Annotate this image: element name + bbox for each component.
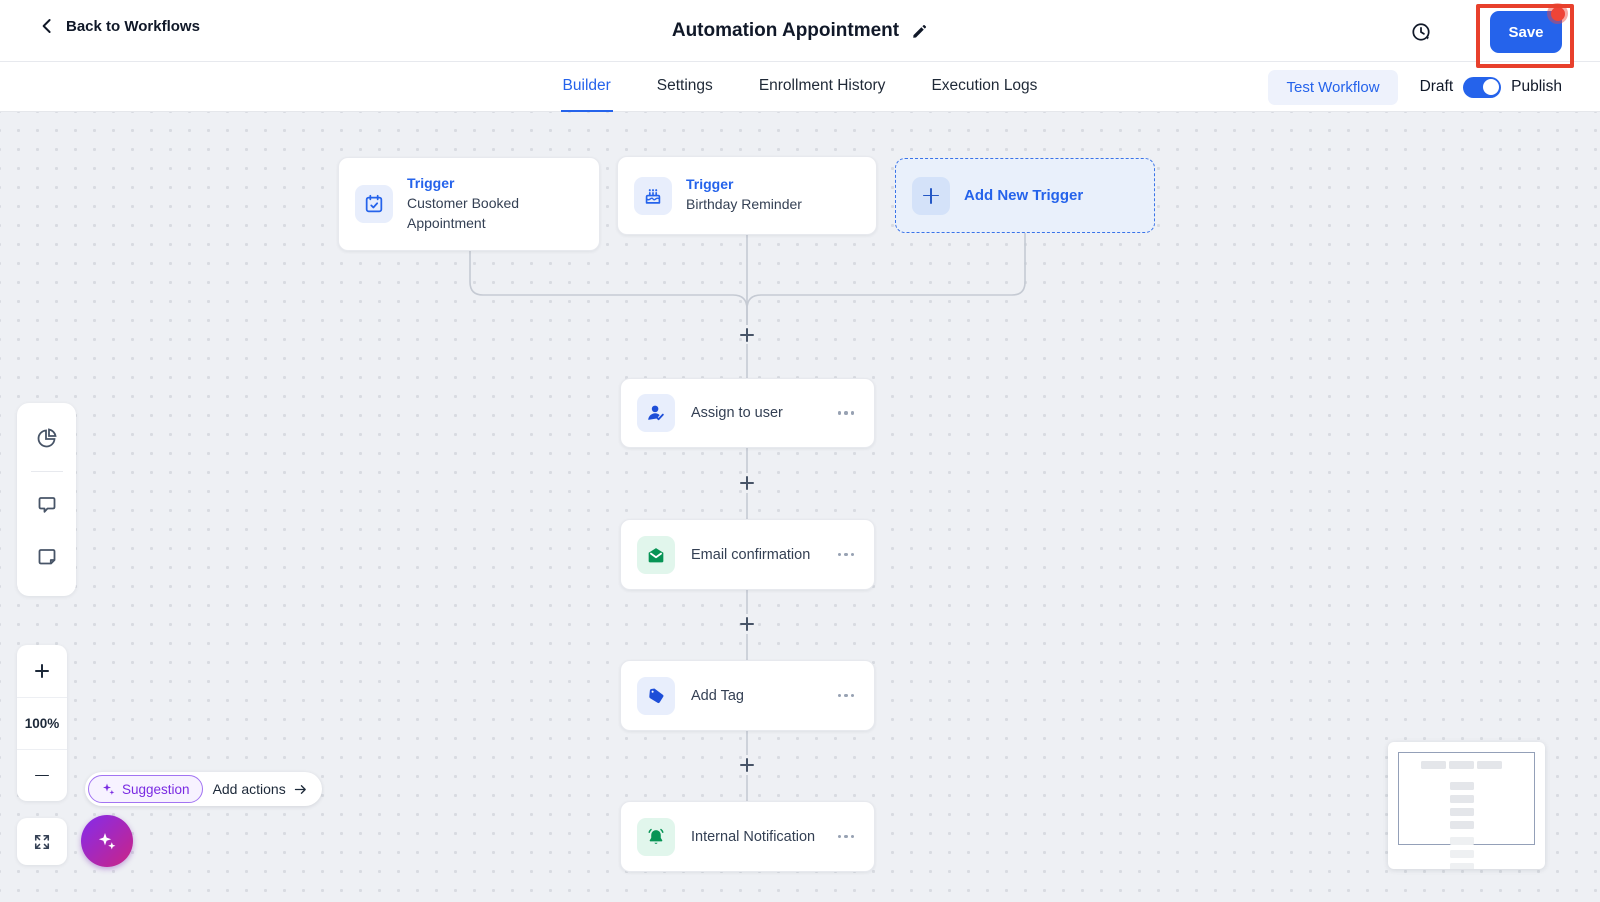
action-name: Internal Notification (691, 828, 816, 845)
zoom-level[interactable]: 100% (17, 697, 67, 749)
more-options-icon[interactable] (834, 690, 859, 702)
title-area: Automation Appointment (0, 0, 1600, 62)
tab-enrollment-history[interactable]: Enrollment History (758, 77, 886, 94)
ai-suggestion-pill[interactable]: Suggestion Add actions (85, 772, 322, 806)
publish-control: Draft Publish (1419, 76, 1562, 98)
sparkles-icon (98, 833, 116, 850)
add-step-plus-icon[interactable] (738, 326, 756, 344)
email-icon (637, 535, 675, 574)
zoom-in-button[interactable] (17, 645, 67, 697)
draft-label: Draft (1419, 78, 1454, 95)
more-options-icon[interactable] (834, 831, 859, 843)
suggestion-badge: Suggestion (88, 775, 203, 803)
expand-icon (34, 834, 50, 849)
add-actions-label: Add actions (212, 781, 286, 797)
chevron-left-icon (42, 19, 51, 33)
back-to-workflows-button[interactable]: Back to Workflows (38, 17, 200, 35)
tabs: Builder Settings Enrollment History Exec… (0, 62, 1600, 112)
add-actions-link[interactable]: Add actions (213, 781, 308, 797)
plus-icon (912, 176, 950, 215)
trigger-name: Customer Booked Appointment (407, 194, 520, 231)
divider (30, 471, 63, 472)
comments-chat-icon[interactable] (34, 492, 60, 518)
sparkles-icon (103, 783, 115, 795)
toggle-knob (1482, 79, 1499, 95)
add-step-plus-icon[interactable] (738, 615, 756, 633)
tab-execution-logs[interactable]: Execution Logs (931, 77, 1038, 94)
action-node-add-tag[interactable]: Add Tag (620, 660, 875, 731)
bell-icon (637, 817, 675, 856)
publish-toggle[interactable] (1463, 76, 1502, 98)
action-name: Add Tag (691, 687, 744, 704)
trigger-node-birthday-reminder[interactable]: Trigger Birthday Reminder (617, 156, 877, 235)
minus-icon (34, 768, 50, 784)
action-node-assign-to-user[interactable]: Assign to user (620, 378, 875, 448)
action-name: Email confirmation (691, 546, 811, 563)
back-label: Back to Workflows (66, 17, 200, 35)
version-history-clock-icon[interactable] (1410, 21, 1432, 43)
edit-title-pencil-icon[interactable] (911, 23, 928, 40)
arrow-right-icon (294, 784, 306, 794)
unsaved-changes-dot (1547, 3, 1568, 24)
trigger-type-label: Trigger (686, 176, 734, 193)
add-new-trigger-label: Add New Trigger (964, 187, 1084, 204)
fit-to-screen-button[interactable] (17, 818, 67, 865)
user-check-icon (637, 394, 675, 432)
add-step-plus-icon[interactable] (738, 756, 756, 774)
ai-assistant-button[interactable] (81, 815, 133, 867)
canvas-tools-panel (17, 403, 76, 596)
workflow-tabbar: Builder Settings Enrollment History Exec… (0, 62, 1600, 112)
tag-icon (637, 676, 675, 715)
page-title: Automation Appointment (671, 20, 900, 41)
action-node-email-confirmation[interactable]: Email confirmation (620, 519, 875, 590)
birthday-cake-icon (634, 176, 672, 215)
workflow-canvas[interactable]: Trigger Customer Booked Appointment Trig… (0, 112, 1600, 902)
action-name: Assign to user (691, 405, 783, 421)
tab-builder[interactable]: Builder (560, 62, 613, 112)
publish-label: Publish (1511, 78, 1562, 95)
minimap[interactable] (1388, 742, 1545, 869)
add-new-trigger-button[interactable]: Add New Trigger (895, 158, 1155, 233)
tab-settings[interactable]: Settings (656, 77, 713, 94)
trigger-node-customer-booked-appointment[interactable]: Trigger Customer Booked Appointment (338, 157, 600, 251)
action-node-internal-notification[interactable]: Internal Notification (620, 801, 875, 872)
test-workflow-button[interactable]: Test Workflow (1268, 69, 1398, 105)
suggestion-label: Suggestion (122, 781, 190, 797)
save-button[interactable]: Save (1490, 11, 1562, 53)
top-header: Back to Workflows Automation Appointment… (0, 0, 1600, 68)
calendar-check-icon (355, 185, 393, 223)
notes-icon[interactable] (34, 544, 60, 570)
more-options-icon[interactable] (834, 407, 859, 419)
workflow-connector-edges (469, 233, 1026, 801)
more-options-icon[interactable] (834, 549, 859, 561)
stats-pie-chart-icon[interactable] (34, 425, 60, 451)
plus-icon (34, 663, 50, 679)
zoom-controls: 100% (17, 645, 67, 801)
trigger-name: Birthday Reminder (686, 196, 802, 213)
add-step-plus-icon[interactable] (738, 474, 756, 492)
zoom-out-button[interactable] (17, 749, 67, 801)
trigger-type-label: Trigger (407, 174, 455, 191)
tabbar-right-controls: Test Workflow Draft Publish (1268, 62, 1562, 112)
